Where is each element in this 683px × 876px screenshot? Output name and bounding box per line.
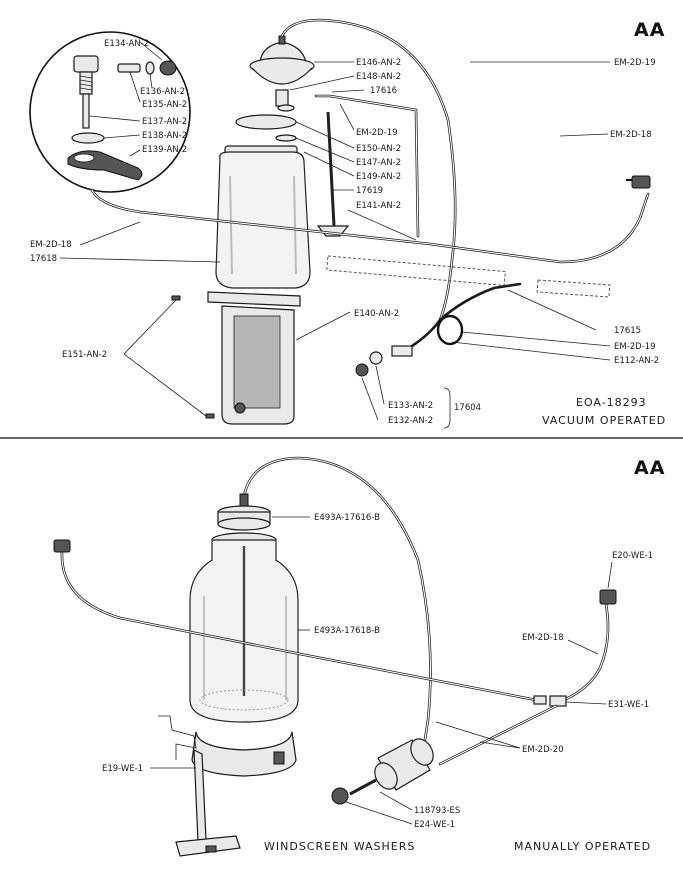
- label-e138: E138-AN-2: [142, 131, 187, 141]
- reservoir-bracket: [158, 715, 297, 857]
- label-em20: EM-2D-20: [522, 745, 564, 755]
- label-e24: E24-WE-1: [414, 820, 455, 830]
- label-jar: E493A-17618-B: [314, 626, 380, 636]
- reservoir-jar: [189, 532, 299, 723]
- label-em18-b: EM-2D-18: [610, 130, 652, 140]
- label-17615: 17615: [614, 326, 641, 336]
- banjo-pin-icon: [82, 93, 90, 129]
- label-em18: EM-2D-18: [522, 633, 564, 643]
- label-em19-b: EM-2D-19: [356, 128, 398, 138]
- label-e151: E151-AN-2: [62, 350, 107, 360]
- label-e133: E133-AN-2: [388, 401, 433, 411]
- label-e31: E31-WE-1: [608, 700, 649, 710]
- reservoir-cap: [217, 493, 271, 531]
- label-e19: E19-WE-1: [102, 764, 143, 774]
- knurled-nut-icon: [159, 60, 177, 76]
- union-nut-icon: [355, 363, 369, 377]
- label-118793: 118793-ES: [414, 806, 460, 816]
- label-em19-c: EM-2D-19: [614, 342, 656, 352]
- bolt-head-icon: [73, 55, 99, 73]
- cap-gasket-icon: [235, 114, 297, 130]
- label-e132: E132-AN-2: [388, 416, 433, 426]
- label-e147: E147-AN-2: [356, 158, 401, 168]
- label-em18-a: EM-2D-18: [30, 240, 72, 250]
- label-e150: E150-AN-2: [356, 144, 401, 154]
- fluid-jar: [215, 145, 311, 289]
- washer-tube-left: [60, 550, 538, 702]
- t-piece-icon: [549, 695, 567, 707]
- top-panel-mode: VACUUM OPERATED: [542, 414, 666, 427]
- top-panel-tag: AA: [634, 19, 665, 41]
- label-e141: E141-AN-2: [356, 201, 401, 211]
- vacuum-pump: [249, 35, 315, 107]
- bottom-panel-title: WINDSCREEN WASHERS: [264, 840, 415, 853]
- label-17618: 17618: [30, 254, 57, 264]
- label-17604: 17604: [454, 403, 481, 413]
- right-jet-icon: [599, 589, 617, 605]
- label-e148: E148-AN-2: [356, 72, 401, 82]
- jar-bracket: [207, 291, 301, 425]
- bottom-panel: AA: [53, 456, 665, 857]
- label-17619: 17619: [356, 186, 383, 196]
- bolt-thread-icon: [79, 71, 93, 95]
- side-screw-icon: [117, 63, 141, 73]
- label-e135: E135-AN-2: [142, 100, 187, 110]
- label-cap: E493A-17616-B: [314, 513, 380, 523]
- label-17616: 17616: [370, 86, 397, 96]
- label-e112: E112-AN-2: [614, 356, 659, 366]
- top-panel: AA E134-AN-2 E136-AN-2 E135-AN-2: [29, 18, 666, 429]
- label-em19-a: EM-2D-19: [614, 58, 656, 68]
- small-washer-icon: [145, 61, 155, 75]
- label-e140: E140-AN-2: [354, 309, 399, 319]
- t-connector-icon: [391, 345, 413, 357]
- pump-knob-icon: [331, 787, 349, 805]
- banjo-washer-icon: [71, 132, 105, 144]
- label-e149: E149-AN-2: [356, 172, 401, 182]
- detail-inset: E134-AN-2 E136-AN-2 E135-AN-2 E137-AN-2 …: [29, 31, 191, 193]
- label-e20: E20-WE-1: [612, 551, 653, 561]
- hand-pump: [331, 738, 434, 805]
- label-e139: E139-AN-2: [142, 145, 187, 155]
- bottom-panel-mode: MANUALLY OPERATED: [514, 840, 651, 853]
- label-e134: E134-AN-2: [104, 39, 149, 49]
- label-e146: E146-AN-2: [356, 58, 401, 68]
- bottom-panel-tag: AA: [634, 457, 665, 479]
- label-e137: E137-AN-2: [142, 117, 187, 127]
- left-jet-icon: [53, 539, 71, 553]
- label-e136: E136-AN-2: [140, 87, 185, 97]
- washer-jet-icon: [631, 175, 651, 189]
- top-panel-code: EOA-18293: [576, 396, 647, 409]
